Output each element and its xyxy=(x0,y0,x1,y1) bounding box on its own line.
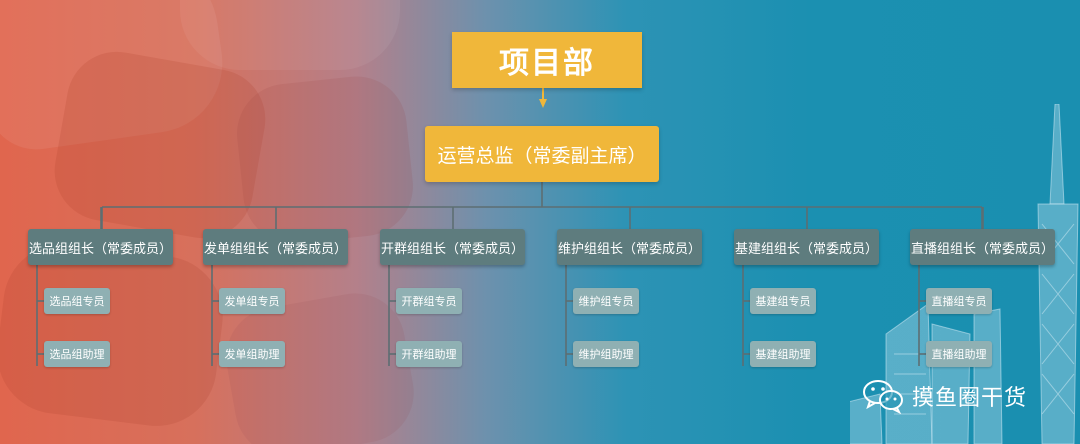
operations-director-label: 运营总监（常委副主席） xyxy=(437,144,647,167)
group-member-label: 发单组专员 xyxy=(224,295,280,308)
group-member-box: 基建组专员 xyxy=(750,288,816,314)
project-department-box: 项目部 xyxy=(452,32,642,88)
operations-director-box: 运营总监（常委副主席） xyxy=(425,126,659,182)
group-leader-box: 基建组组长（常委成员） xyxy=(734,229,879,265)
group-leader-label: 发单组组长（常委成员） xyxy=(203,241,347,257)
group-member-label: 发单组助理 xyxy=(224,348,280,361)
group-member-box: 发单组专员 xyxy=(219,288,285,314)
group-member-box: 直播组助理 xyxy=(926,341,992,367)
group-member-label: 开群组专员 xyxy=(401,295,457,308)
group-leader-box: 开群组组长（常委成员） xyxy=(380,229,525,265)
group-member-box: 选品组助理 xyxy=(44,341,110,367)
group-member-box: 开群组专员 xyxy=(396,288,462,314)
group-member-label: 选品组专员 xyxy=(49,295,105,308)
group-member-box: 基建组助理 xyxy=(750,341,816,367)
wechat-icon xyxy=(863,380,903,414)
group-leader-box: 选品组组长（常委成员） xyxy=(28,229,173,265)
group-member-label: 基建组专员 xyxy=(755,295,811,308)
group-member-box: 发单组助理 xyxy=(219,341,285,367)
project-department-label: 项目部 xyxy=(499,46,595,81)
group-leader-box: 发单组组长（常委成员） xyxy=(203,229,348,265)
group-leader-label: 开群组组长（常委成员） xyxy=(380,241,524,257)
group-leader-label: 基建组组长（常委成员） xyxy=(734,241,878,257)
watermark-text: 摸鱼圈干货 xyxy=(912,386,1028,411)
group-member-label: 开群组助理 xyxy=(401,348,457,361)
group-member-box: 维护组助理 xyxy=(573,341,639,367)
group-leader-label: 直播组组长（常委成员） xyxy=(910,241,1054,257)
group-member-label: 维护组助理 xyxy=(578,348,634,361)
group-member-label: 基建组助理 xyxy=(755,348,811,361)
group-member-label: 直播组专员 xyxy=(931,295,987,308)
group-member-label: 维护组专员 xyxy=(578,295,634,308)
down-arrow-icon xyxy=(539,88,547,108)
group-member-box: 直播组专员 xyxy=(926,288,992,314)
watermark: 摸鱼圈干货 xyxy=(862,376,1027,416)
group-leader-box: 直播组组长（常委成员） xyxy=(910,229,1055,265)
group-member-box: 开群组助理 xyxy=(396,341,462,367)
background-shape xyxy=(180,0,400,70)
group-member-box: 选品组专员 xyxy=(44,288,110,314)
group-member-label: 直播组助理 xyxy=(931,348,987,361)
group-member-label: 选品组助理 xyxy=(49,348,105,361)
group-member-box: 维护组专员 xyxy=(573,288,639,314)
group-leader-box: 维护组组长（常委成员） xyxy=(557,229,702,265)
group-leader-label: 维护组组长（常委成员） xyxy=(557,241,701,257)
group-leader-label: 选品组组长（常委成员） xyxy=(28,241,172,257)
